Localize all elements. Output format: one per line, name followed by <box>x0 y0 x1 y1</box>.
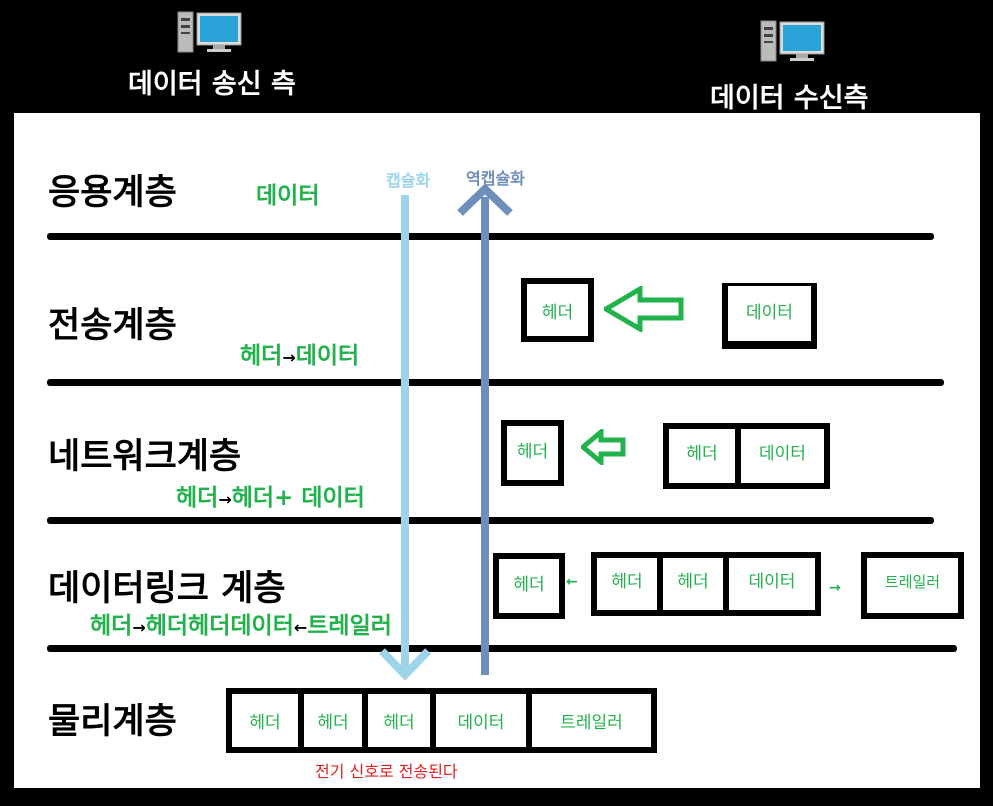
network-packet-box: 헤더 데이터 <box>663 423 830 489</box>
computer-icon <box>760 20 825 62</box>
layer-divider <box>47 233 934 240</box>
cell-header: 헤더 <box>657 558 723 610</box>
transport-data-box: 데이터 <box>722 283 817 349</box>
cell-header: 헤더 <box>686 443 718 464</box>
layer-physical: 물리계층 <box>48 702 177 742</box>
cell-header: 헤더 <box>362 694 430 747</box>
cell-header: 헤더 <box>541 303 574 323</box>
application-data: 데이터 <box>256 183 320 209</box>
cell-header: 헤더 <box>298 694 362 747</box>
datalink-header-box: 헤더 <box>493 553 565 619</box>
physical-signal-text: 전기 신호로 전송된다 <box>315 762 458 781</box>
encapsulation-label: 캡슐화 <box>386 171 431 190</box>
transport-header-flow: 헤더→데이터 <box>240 336 359 370</box>
encap-decap-arrows <box>379 185 513 681</box>
cell-data: 데이터 <box>723 558 815 610</box>
cell-header: 헤더 <box>611 571 643 592</box>
encapsulation-arrowhead <box>379 648 431 681</box>
small-right-arrow-icon: → <box>829 580 841 596</box>
transport-seg-header: 헤더 <box>240 343 283 369</box>
datalink-header-flow: 헤더→헤더헤더데이터←트레일러 <box>90 606 392 640</box>
flow-arrow-icon: → <box>132 618 146 637</box>
layer-application: 응용계층 <box>48 173 177 213</box>
cell-data: 데이터 <box>430 694 526 747</box>
network-header-flow: 헤더→헤더+ 데이터 <box>176 478 365 512</box>
cell-header: 헤더 <box>249 713 281 733</box>
network-seg-data: 헤더+ 데이터 <box>231 485 365 511</box>
decapsulation-arrowhead <box>457 185 513 216</box>
cell-header: 헤더 <box>516 441 549 462</box>
cell-trailer: 트레일러 <box>884 573 941 591</box>
layer-datalink: 데이터링크 계층 <box>48 569 286 609</box>
flow-arrow-icon: → <box>218 490 232 509</box>
green-left-arrow-icon <box>581 429 626 465</box>
cell-data: 데이터 <box>746 303 793 323</box>
small-left-arrow-icon: ← <box>566 574 578 590</box>
cell-data: 데이터 <box>735 429 824 483</box>
computer-icon <box>177 11 242 53</box>
flow-arrow-left-icon: ← <box>293 618 308 637</box>
network-header-box: 헤더 <box>501 420 564 486</box>
datalink-seg-trailer: 트레일러 <box>307 613 392 639</box>
datalink-seg-data: 헤더헤더데이터 <box>145 613 294 639</box>
layer-divider <box>47 517 934 524</box>
datalink-trailer-box: 트레일러 <box>861 552 964 619</box>
sender-title: 데이터 송신 측 <box>128 69 296 100</box>
layer-network: 네트워크계층 <box>48 437 242 477</box>
receiver-title: 데이터 수신측 <box>710 83 869 114</box>
network-seg-header: 헤더 <box>176 485 219 511</box>
datalink-frame-box: 헤더 헤더 데이터 <box>591 552 821 616</box>
transport-header-box: 헤더 <box>521 278 594 342</box>
decapsulation-label: 역캡슐화 <box>466 169 525 188</box>
layer-divider <box>47 645 957 652</box>
cell-trailer: 트레일러 <box>526 694 651 747</box>
datalink-seg-header: 헤더 <box>90 613 133 639</box>
transport-seg-data: 데이터 <box>295 343 360 369</box>
layer-transport: 전송계층 <box>48 306 177 346</box>
cell-header: 헤더 <box>513 574 545 595</box>
green-left-arrow-icon <box>604 286 684 332</box>
layer-divider <box>47 379 944 386</box>
flow-arrow-icon: → <box>282 348 296 367</box>
